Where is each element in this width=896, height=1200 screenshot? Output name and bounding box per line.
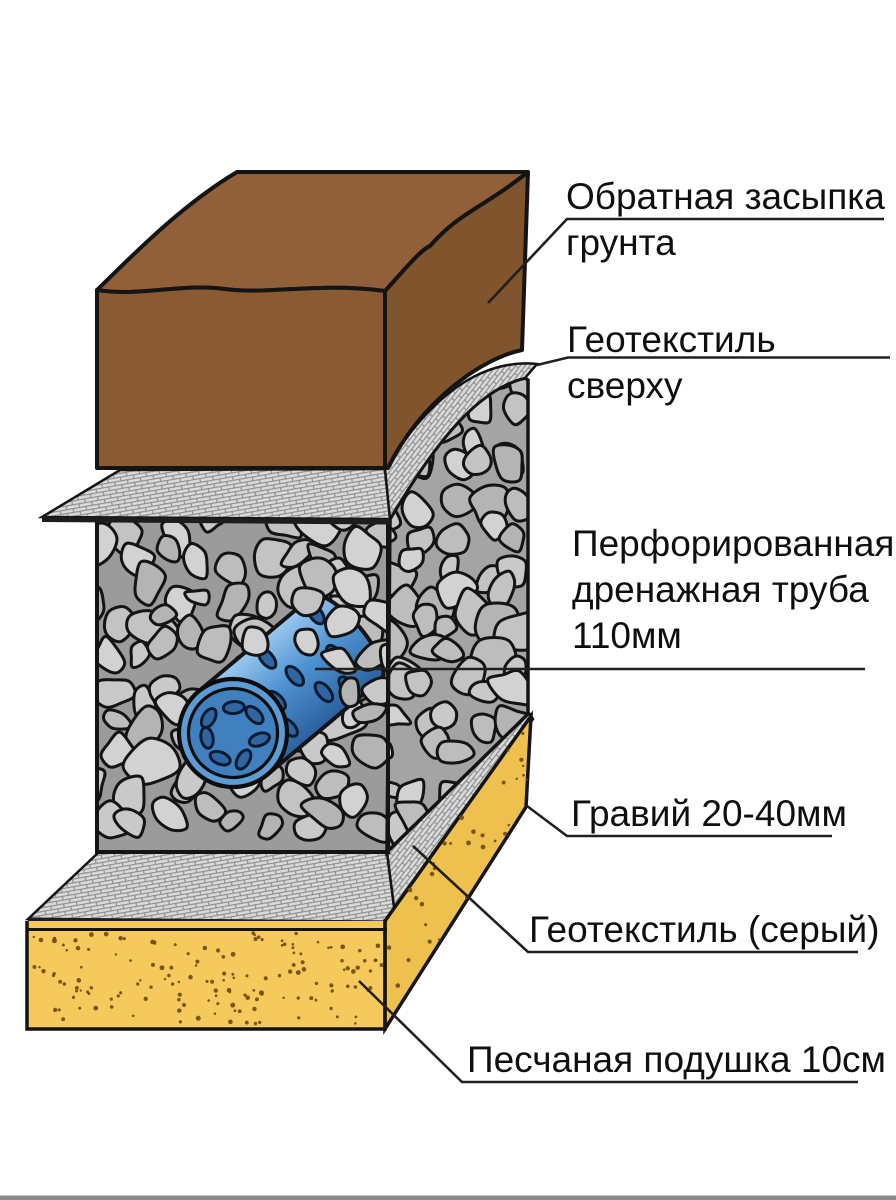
gravel-layer bbox=[95, 376, 530, 857]
leader-geotextile-top bbox=[536, 356, 890, 367]
label-drain-pipe: Перфорированная дренажная труба 110мм bbox=[572, 523, 895, 656]
label-sand-cushion: Песчаная подушка 10см bbox=[467, 1039, 886, 1080]
leader-backfill bbox=[487, 217, 884, 304]
drainage-pipe bbox=[176, 593, 386, 790]
leader-geotextile-gray bbox=[412, 845, 858, 954]
label-gravel: Гравий 20-40мм bbox=[571, 793, 847, 834]
backfill-soil-block bbox=[95, 170, 530, 470]
label-backfill-soil: Обратная засыпка грунта bbox=[566, 176, 885, 263]
leader-sand-cushion bbox=[358, 980, 858, 1084]
bottom-edge-strip bbox=[0, 1195, 896, 1200]
label-geotextile-gray: Геотекстиль (серый) bbox=[529, 909, 880, 950]
stones-over-pipe bbox=[240, 556, 386, 788]
leader-gravel bbox=[526, 804, 832, 838]
label-geotextile-top: Геотекстиль сверху bbox=[567, 319, 776, 406]
